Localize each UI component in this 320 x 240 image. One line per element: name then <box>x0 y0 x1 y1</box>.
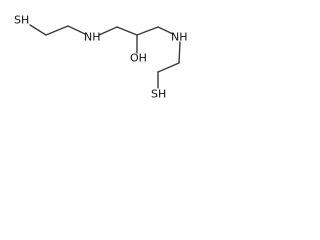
atom-label-nh-left: NH <box>84 31 101 44</box>
atom-label-nh-right: NH <box>171 31 188 44</box>
molecule-structure: SH NH OH NH SH <box>14 14 188 101</box>
atom-label-sh-top: SH <box>14 14 29 27</box>
bond-c2-n1 <box>67 25 86 35</box>
bond-group <box>29 24 181 89</box>
bond-n1-c3 <box>98 26 118 36</box>
bond-sh-c1 <box>29 24 47 36</box>
bond-c6-c7 <box>157 62 180 73</box>
bond-c3-c4 <box>116 26 138 36</box>
atom-label-oh: OH <box>130 52 147 65</box>
atom-label-sh-bottom: SH <box>151 88 166 101</box>
bond-c4-c5 <box>136 26 159 36</box>
atom-labels: SH NH OH NH SH <box>14 14 188 101</box>
bond-c5-n2 <box>157 26 174 35</box>
bond-n2-c6 <box>178 41 181 64</box>
bond-c1-c2 <box>45 25 69 36</box>
